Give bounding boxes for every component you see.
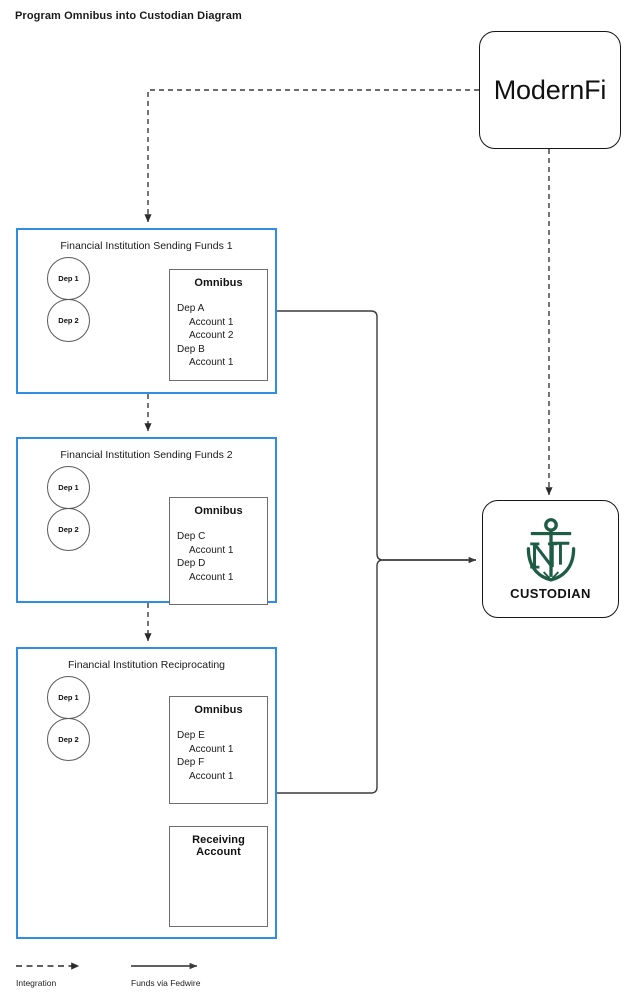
omnibus-title: Omnibus [194, 277, 243, 289]
list-item: Account 1 [189, 571, 234, 583]
list-item: Dep A [177, 303, 205, 314]
omnibus-box-1[interactable]: Omnibus Dep A Account 1 Account 2 Dep B … [169, 269, 268, 381]
depositor-label: Dep 2 [58, 316, 79, 325]
modernfi-node[interactable]: ModernFi [479, 31, 621, 149]
list-item: Dep F [177, 757, 205, 768]
edge-modernfi-to-institution-1 [144, 89, 479, 223]
depositor-circle-3-1[interactable]: Dep 1 [47, 676, 90, 719]
edge-funds-institution-1-to-custodian [277, 310, 477, 564]
depositor-label: Dep 2 [58, 735, 79, 744]
list-item: Dep D [177, 558, 206, 569]
institution-container-3[interactable]: Financial Institution Reciprocating Dep … [16, 647, 277, 939]
depositor-circle-1-2[interactable]: Dep 2 [47, 299, 90, 342]
depositor-circle-1-1[interactable]: Dep 1 [47, 257, 90, 300]
list-item: Account 1 [189, 544, 234, 556]
institution-title-2: Financial Institution Sending Funds 2 [60, 449, 233, 461]
custodian-label: CUSTODIAN [510, 586, 591, 601]
depositor-circle-3-2[interactable]: Dep 2 [47, 718, 90, 761]
list-item: Dep E [177, 730, 205, 741]
anchor-nt-logo [526, 518, 575, 582]
institution-container-1[interactable]: Financial Institution Sending Funds 1 De… [16, 228, 277, 394]
receiving-account-title: Receiving Account [192, 834, 245, 858]
list-item: Account 2 [189, 330, 234, 341]
page-title: Program Omnibus into Custodian Diagram [15, 10, 242, 22]
depositor-circle-2-1[interactable]: Dep 1 [47, 466, 90, 509]
receiving-account-box[interactable]: Receiving Account [169, 826, 268, 927]
depositor-label: Dep 1 [58, 274, 79, 283]
omnibus-title: Omnibus [194, 704, 243, 716]
depositor-circle-2-2[interactable]: Dep 2 [47, 508, 90, 551]
list-item: Account 1 [189, 743, 234, 755]
omnibus-account-list-1: Dep A Account 1 Account 2 Dep B Account … [170, 302, 267, 370]
depositor-label: Dep 2 [58, 525, 79, 534]
list-item: Account 1 [189, 357, 234, 368]
list-item: Dep B [177, 343, 205, 355]
depositor-label: Dep 1 [58, 693, 79, 702]
legend-integration-label: Integration [16, 978, 57, 988]
list-item: Account 1 [189, 316, 234, 328]
institution-title-3: Financial Institution Reciprocating [68, 659, 225, 671]
depositor-label: Dep 1 [58, 483, 79, 492]
omnibus-box-2[interactable]: Omnibus Dep C Account 1 Dep D Account 1 [169, 497, 268, 605]
list-item: Dep C [177, 531, 206, 542]
omnibus-box-3[interactable]: Omnibus Dep E Account 1 Dep F Account 1 [169, 696, 268, 804]
omnibus-account-list-2: Dep C Account 1 Dep D Account 1 [170, 530, 267, 584]
omnibus-title: Omnibus [194, 505, 243, 517]
list-item: Account 1 [189, 770, 234, 782]
institution-container-2[interactable]: Financial Institution Sending Funds 2 De… [16, 437, 277, 605]
omnibus-account-list-3: Dep E Account 1 Dep F Account 1 [170, 729, 267, 783]
institution-title-1: Financial Institution Sending Funds 1 [60, 240, 233, 252]
custodian-node[interactable]: CUSTODIAN [482, 500, 619, 618]
legend-fedwire-label: Funds via Fedwire [131, 978, 201, 988]
edge-funds-institution-3-to-custodian [277, 559, 476, 794]
modernfi-label: ModernFi [493, 74, 607, 105]
